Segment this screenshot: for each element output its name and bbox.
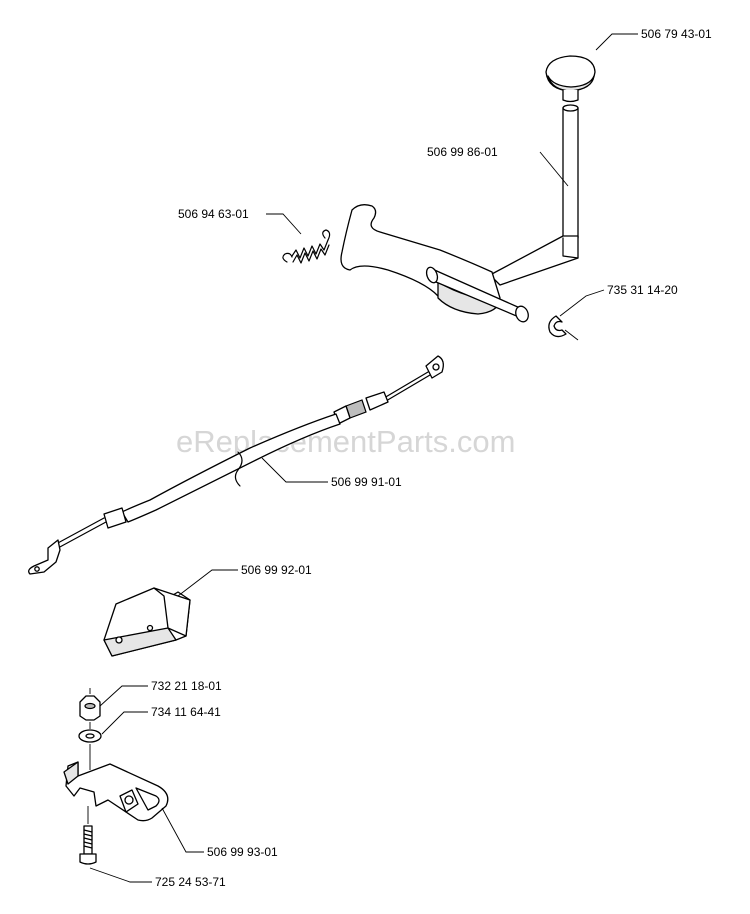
part-number-e-clip: 735 31 14-20 bbox=[607, 283, 678, 297]
spring-part bbox=[282, 229, 331, 264]
plate-callout: 506 99 93-01 bbox=[161, 807, 278, 859]
cable-part bbox=[28, 355, 444, 575]
part-number-spring: 506 94 63-01 bbox=[178, 207, 249, 221]
part-number-bracket: 506 99 92-01 bbox=[241, 563, 312, 577]
plate-part bbox=[63, 744, 169, 822]
part-number-bolt: 725 24 53-71 bbox=[155, 875, 226, 889]
shift-lever-callout: 506 99 86-01 bbox=[427, 145, 569, 187]
shift-lever-part bbox=[340, 104, 579, 323]
part-number-lock-nut: 732 21 18-01 bbox=[151, 679, 222, 693]
washer-callout: 734 11 64-41 bbox=[101, 705, 221, 735]
knob-callout: 506 79 43-01 bbox=[595, 27, 712, 51]
bracket-callout: 506 99 92-01 bbox=[177, 563, 312, 597]
washer-part bbox=[78, 722, 102, 743]
lock-nut-part bbox=[79, 688, 101, 721]
bolt-part bbox=[79, 806, 97, 865]
e-clip-callout: 735 31 14-20 bbox=[559, 283, 678, 317]
e-clip-part bbox=[548, 315, 579, 341]
part-number-cable: 506 99 91-01 bbox=[331, 475, 402, 489]
cable-callout: 506 99 91-01 bbox=[261, 457, 402, 489]
bolt-callout: 725 24 53-71 bbox=[89, 867, 226, 889]
part-number-plate: 506 99 93-01 bbox=[207, 845, 278, 859]
spring-callout: 506 94 63-01 bbox=[178, 207, 302, 235]
part-number-shift-lever: 506 99 86-01 bbox=[427, 145, 498, 159]
watermark-text: eReplacementParts.com bbox=[176, 424, 515, 459]
lock-nut-callout: 732 21 18-01 bbox=[99, 679, 222, 707]
part-number-washer: 734 11 64-41 bbox=[151, 705, 221, 719]
part-number-knob: 506 79 43-01 bbox=[641, 27, 712, 41]
bracket-part bbox=[103, 587, 191, 657]
knob-part bbox=[545, 55, 596, 103]
